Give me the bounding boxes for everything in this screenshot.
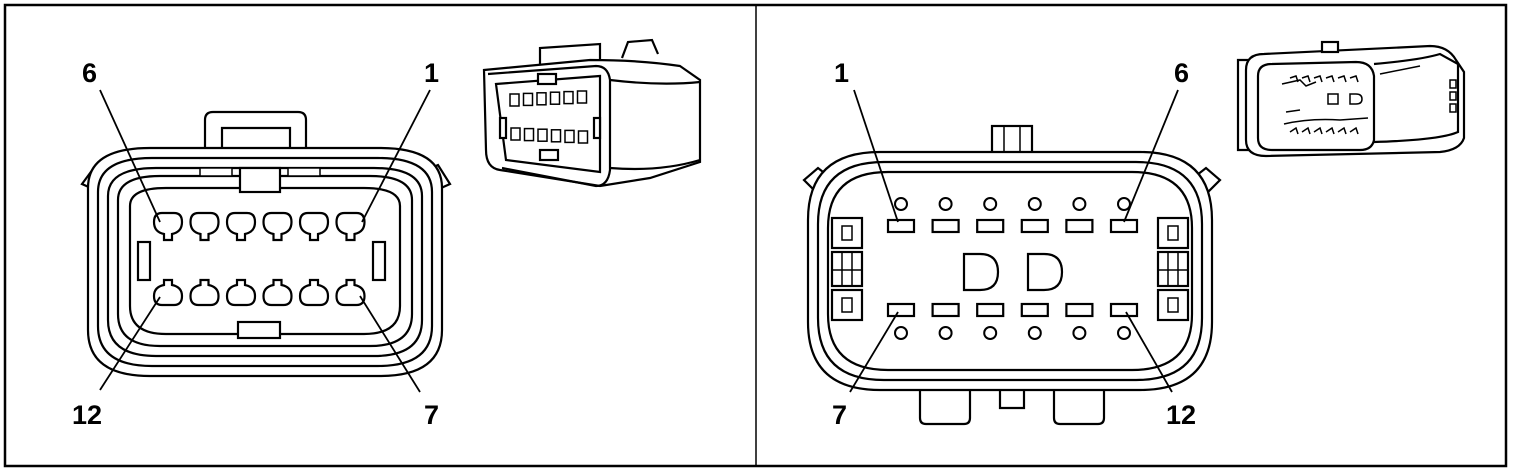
cavity [298,211,330,242]
iso-pin [563,90,574,105]
terminal [1020,302,1049,318]
terminal [1065,302,1094,318]
iso-pin [1337,75,1347,83]
right-connector-face [802,124,1222,426]
cavity-marker [1117,326,1131,340]
cavity-marker [894,197,908,211]
cavity [335,211,366,242]
cavity [225,278,257,307]
right-iso-pin-group [1289,75,1359,135]
iso-pin [1289,75,1299,83]
pin-label-1-left: 1 [424,58,439,88]
cavity-marker [1027,326,1042,340]
leader-line [1125,311,1173,393]
iso-pin [1301,126,1311,135]
cavity [189,211,220,242]
leader-line [99,89,161,223]
left-iso-pin-group [509,90,589,144]
cavity [152,211,184,242]
left-connector-face [80,110,452,378]
right-cavity-group [886,197,1139,340]
cavity-marker [1027,197,1042,211]
pin-label-12-left: 12 [72,400,102,430]
iso-pin [523,127,535,142]
leader-line [359,295,421,393]
terminal [1065,218,1094,234]
iso-pin [1325,126,1335,135]
cavity [298,278,330,307]
cavity [262,278,293,307]
leader-line [849,311,899,393]
cavity-marker [1117,197,1131,211]
iso-pin [536,92,547,106]
cavity-marker [894,326,908,340]
cavity [152,278,184,307]
terminal [976,218,1005,234]
terminal [931,218,960,234]
leader-line [853,89,899,223]
iso-pin [577,130,589,144]
iso-pin [1349,75,1359,83]
right-connector-iso-icon [1236,40,1466,158]
pin-label-1-right: 1 [834,58,849,88]
pin-label-6-left: 6 [82,58,97,88]
iso-pin [509,93,520,107]
iso-pin [549,91,561,105]
cavity-marker [983,197,998,211]
left-connector-iso-icon [482,38,702,188]
iso-pin [537,128,548,142]
cavity-marker [938,326,953,340]
iso-pin [576,90,588,104]
iso-pin [1313,75,1323,83]
iso-pin [1301,75,1311,83]
terminal [931,302,960,318]
iso-pin [1337,126,1347,135]
leader-line [1123,89,1179,223]
left-cavity-group [152,211,366,307]
terminal [1109,302,1139,318]
cavity [262,211,293,242]
pin-label-7-left: 7 [424,400,439,430]
iso-pin [522,92,534,107]
leader-line [99,296,161,391]
cavity [335,278,366,307]
iso-pin [1325,75,1335,83]
cavity-marker [1072,197,1087,211]
iso-pin [510,127,521,141]
cavity [189,278,220,307]
pin-label-6-right: 6 [1174,58,1189,88]
terminal [976,302,1005,318]
terminal [886,218,916,234]
iso-pin [564,129,575,144]
terminal [886,302,916,318]
cavity [225,211,257,242]
leader-line [361,89,431,223]
iso-pin [1349,126,1359,135]
cavity-marker [1072,326,1087,340]
pin-label-12-right: 12 [1166,400,1196,430]
iso-pin [1313,126,1323,135]
terminal [1020,218,1049,234]
pin-label-7-right: 7 [832,400,847,430]
cavity-marker [983,326,998,340]
iso-pin [1289,126,1299,135]
cavity-marker [938,197,953,211]
iso-pin [550,129,562,143]
